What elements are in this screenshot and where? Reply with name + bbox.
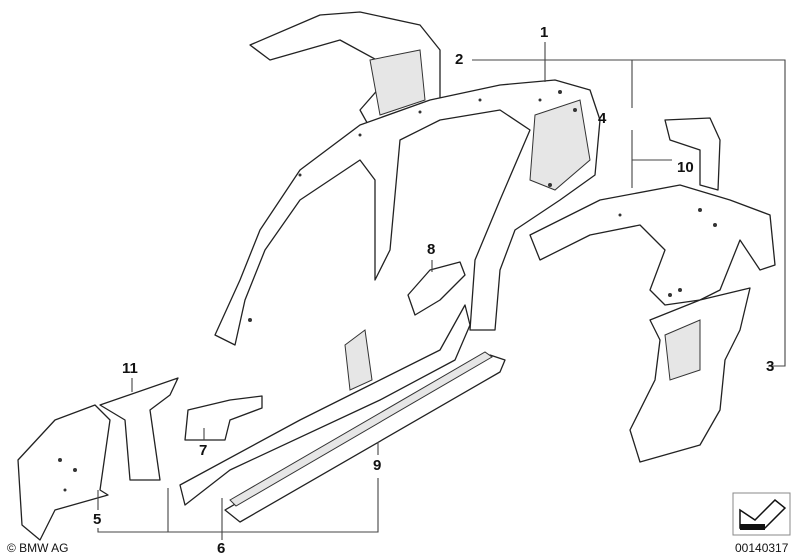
leader-lines bbox=[97, 42, 786, 540]
part-1-inner-panel bbox=[529, 99, 591, 191]
copyright-text: © BMW AG bbox=[7, 541, 69, 555]
part-label-8[interactable]: 8 bbox=[427, 241, 436, 258]
part-2-inner-panel bbox=[369, 49, 426, 116]
part-label-5[interactable]: 5 bbox=[93, 511, 102, 528]
part-5-shape[interactable] bbox=[17, 404, 111, 541]
part-11-shape[interactable] bbox=[99, 377, 179, 481]
part-3-shape[interactable] bbox=[629, 287, 751, 463]
part-label-4[interactable]: 4 bbox=[598, 110, 607, 127]
part-label-10[interactable]: 10 bbox=[677, 159, 694, 176]
part-label-7[interactable]: 7 bbox=[199, 442, 208, 459]
part-5-holes bbox=[58, 458, 77, 492]
part-6-shape[interactable] bbox=[179, 304, 471, 506]
part-6-inner-panel bbox=[344, 329, 373, 391]
part-8-shape[interactable] bbox=[407, 261, 466, 316]
part-9-inner-panel bbox=[229, 351, 493, 507]
part-10-shape[interactable] bbox=[664, 117, 721, 191]
part-4-holes bbox=[618, 208, 717, 297]
part-7-shape[interactable] bbox=[184, 395, 263, 441]
orientation-arrow-icon bbox=[732, 492, 791, 536]
part-label-11[interactable]: 11 bbox=[122, 360, 138, 377]
part-3-inner-panel bbox=[664, 319, 701, 381]
part-1-holes bbox=[248, 90, 577, 322]
part-label-6[interactable]: 6 bbox=[217, 540, 226, 557]
part-4-shape[interactable] bbox=[529, 184, 776, 306]
part-label-3[interactable]: 3 bbox=[766, 358, 775, 375]
part-label-1[interactable]: 1 bbox=[540, 24, 549, 41]
part-label-2[interactable]: 2 bbox=[455, 51, 464, 68]
part-label-9[interactable]: 9 bbox=[373, 457, 382, 474]
diagram-number: 00140317 bbox=[735, 541, 789, 555]
